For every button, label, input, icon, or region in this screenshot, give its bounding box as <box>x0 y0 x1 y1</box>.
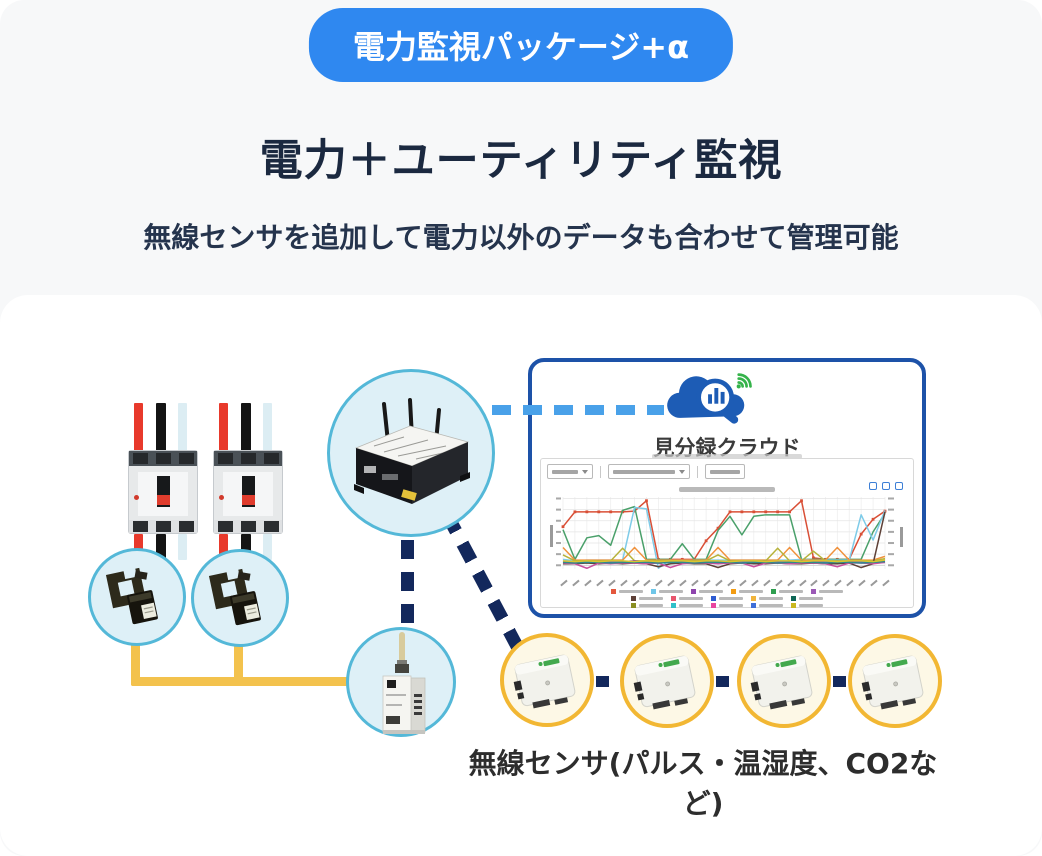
wireless-sensor-circle-1 <box>500 633 594 727</box>
filter-dropdown[interactable] <box>547 464 593 479</box>
wireless-sensor-icon <box>513 654 576 709</box>
sensor-chain-dashed-line <box>833 676 851 687</box>
data-logger-circle <box>327 369 495 537</box>
ct-clamp-circle-2 <box>191 549 289 647</box>
sensor-caption: 無線センサ(パルス・温湿度、CO2など) <box>468 747 938 820</box>
filter-dropdown[interactable] <box>608 464 690 479</box>
data-logger-icon <box>354 398 470 504</box>
dashboard-toolbar <box>547 464 745 479</box>
breaker-toggle <box>157 476 170 507</box>
wireless-sensor-circle-3 <box>737 634 831 728</box>
neutral-wire <box>178 403 187 461</box>
ct-cable-horizontal <box>131 677 352 686</box>
neutral-wire <box>263 403 272 461</box>
red-wire <box>134 403 143 455</box>
chart-tool-icons <box>869 482 903 490</box>
wireless-gateway-circle <box>346 627 456 737</box>
sensor-chain-dashed-line <box>596 676 622 687</box>
breaker-body <box>128 450 198 534</box>
sensor-chain-dashed-line <box>716 676 740 687</box>
wireless-sensor-circle-4 <box>848 634 942 728</box>
chevron-down-icon <box>582 469 588 474</box>
wireless-sensor-icon <box>633 655 696 710</box>
download-icon[interactable] <box>895 482 903 490</box>
page-title: 電力＋ユーティリティ監視 <box>259 136 783 186</box>
zoom-icon[interactable] <box>869 482 877 490</box>
dashboard-screenshot <box>540 458 914 608</box>
cloud-logo-icon <box>667 373 752 424</box>
wireless-sensor-circle-2 <box>620 634 714 728</box>
breaker-toggle <box>242 476 255 507</box>
chart-title-placeholder <box>679 487 775 492</box>
breaker-body <box>213 450 283 534</box>
cloud-panel: 見分録クラウド <box>528 358 926 618</box>
ct-cable-vertical-2 <box>234 641 243 686</box>
cloud-uplink-dashed-line <box>492 405 664 415</box>
wireless-gateway-icon <box>382 632 426 734</box>
ct-clamp-icon <box>105 566 158 625</box>
wireless-sensor-icon <box>861 655 924 710</box>
ct-cable-vertical-1 <box>131 640 140 686</box>
ct-clamp-circle-1 <box>88 548 186 646</box>
ct-clamp-icon <box>208 567 261 626</box>
cloud-url-caption <box>652 454 802 459</box>
dashboard-chart <box>550 497 903 570</box>
chevron-down-icon <box>679 469 685 474</box>
expand-icon[interactable] <box>882 482 890 490</box>
neutral-wire <box>178 534 187 560</box>
black-wire <box>241 403 251 455</box>
chart-legend <box>541 589 913 610</box>
chart-x-tick-labels <box>549 579 905 589</box>
page-subtitle: 無線センサを追加して電力以外のデータも合わせて管理可能 <box>143 221 899 254</box>
wireless-sensor-icon <box>750 655 813 710</box>
black-wire <box>156 403 166 455</box>
date-field[interactable] <box>705 464 745 479</box>
red-wire <box>219 403 228 455</box>
neutral-wire <box>263 534 272 560</box>
package-badge: 電力監視パッケージ+α <box>308 8 734 82</box>
gateway-link-dashed-line <box>401 540 414 626</box>
